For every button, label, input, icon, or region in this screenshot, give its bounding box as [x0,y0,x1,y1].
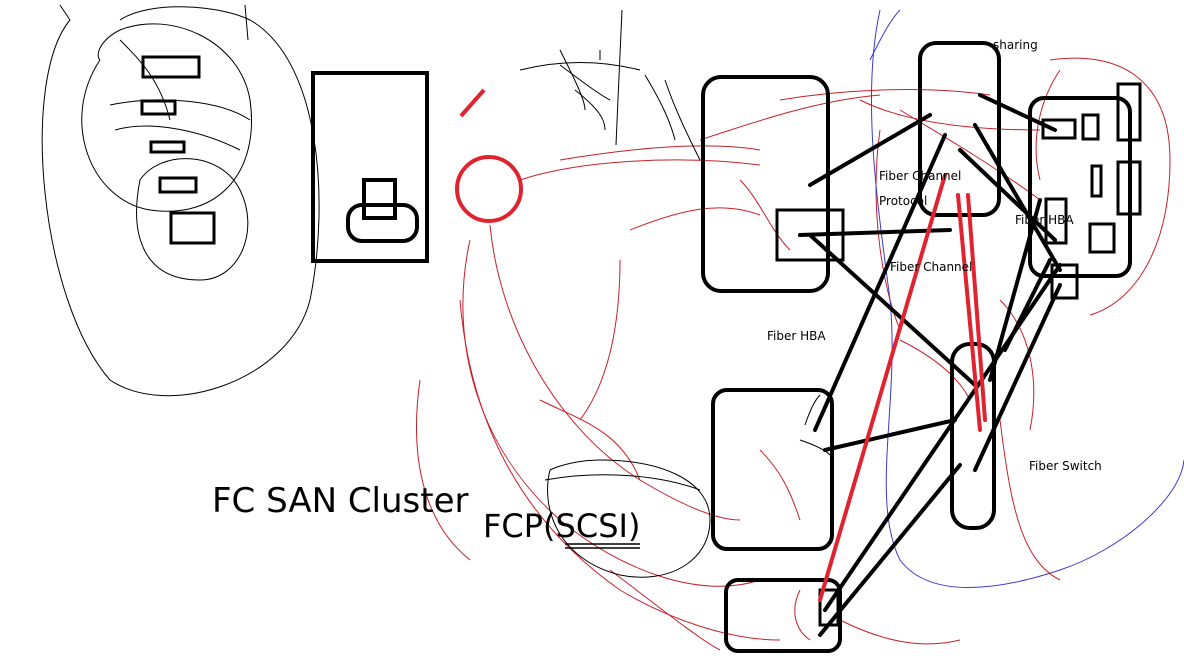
hba-rect [1044,197,1068,245]
disk-rect [158,176,198,194]
fc-san-cluster-label: FC SAN Cluster [212,481,469,521]
sharing-label: sharing [993,38,1038,52]
disk-rect [169,211,216,245]
thin-black-scribbles [519,9,831,578]
hba-rect [1088,222,1116,254]
fiber-hba-label-left: Fiber HBA [767,329,826,343]
fiber-hba-label-right: Fiber HBA [1015,213,1074,227]
server-box-bottom [724,578,842,653]
hba-rect [1090,164,1103,198]
thin-red-scribbles [416,57,1171,651]
disk-rect [140,99,177,116]
hba-rect [1041,118,1077,140]
server-box-middle [711,388,834,551]
red-connections [818,173,987,602]
fcp-scsi-label: FCP(SCSI) [483,507,640,545]
storage-box-right [1028,96,1132,278]
disk-rect [141,55,201,79]
storage-array-box [311,71,429,263]
red-slash [459,88,486,118]
hba-rect [1081,113,1100,141]
left-disk-rects [140,55,216,245]
hba-rect [1116,160,1142,216]
red-marks [455,88,523,223]
hba-rect [1050,263,1079,300]
hba-rects [775,82,1142,627]
fiber-channel-protocol-label-line2: Protocol [879,194,927,208]
thin-blue-scribble [869,9,1184,588]
red-circle [455,155,523,223]
disk-rect [149,140,186,154]
left-storage-doodle [41,4,320,397]
fiber-channel-protocol-label-line1: Fiber Channel [879,169,961,183]
fiber-channel-label: Fiber Channel [890,260,972,274]
red-link [966,193,987,422]
red-link [818,173,947,602]
server-boxes [701,41,1132,653]
red-link [956,193,982,432]
server-box-top [701,75,830,293]
fiber-switch-label: Fiber Switch [1029,459,1102,473]
black-connections [798,93,1062,637]
hba-rect [1116,82,1142,142]
scsi-underline [565,543,640,549]
